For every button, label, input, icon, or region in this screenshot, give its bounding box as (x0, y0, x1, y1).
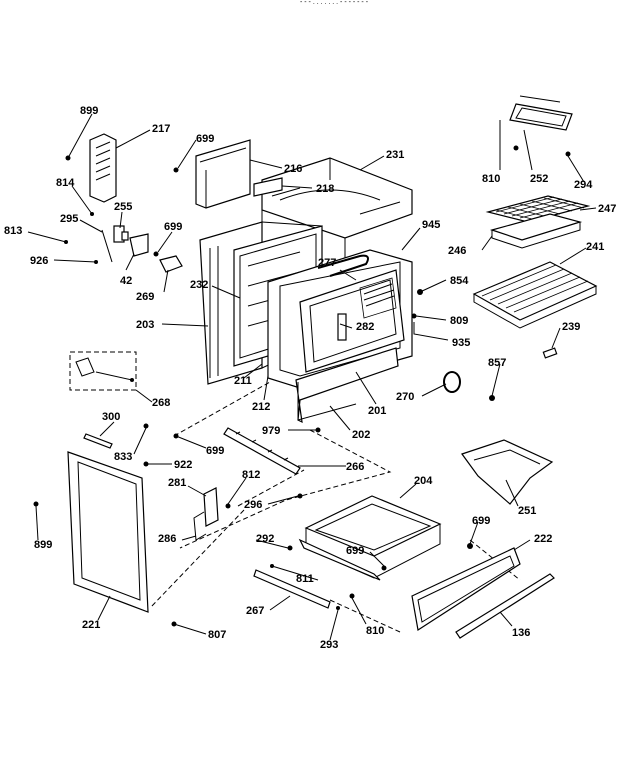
callout-247: 247 (598, 203, 616, 215)
callout-699: 699 (206, 445, 224, 457)
callout-809: 809 (450, 315, 468, 327)
broiler-pan-252 (509, 95, 573, 131)
callout-239: 239 (562, 321, 580, 333)
part-239 (542, 347, 558, 359)
part-218 (253, 177, 283, 197)
callout-926: 926 (30, 255, 48, 267)
callout-218: 218 (316, 183, 334, 195)
callout-281: 281 (168, 477, 186, 489)
callout-286: 286 (158, 533, 176, 545)
callout-300: 300 (102, 411, 120, 423)
bake-element-277 (317, 254, 369, 277)
callout-699: 699 (346, 545, 364, 557)
callout-241: 241 (586, 241, 604, 253)
callout-267: 267 (246, 605, 264, 617)
callout-810: 810 (366, 625, 384, 637)
callout-812: 812 (242, 469, 260, 481)
bracket-217 (89, 133, 117, 203)
callout-211: 211 (234, 375, 252, 387)
callout-252: 252 (530, 173, 548, 185)
cover-216 (195, 139, 251, 209)
callout-136: 136 (512, 627, 530, 639)
callout-292: 292 (256, 533, 274, 545)
small-parts-cluster (101, 225, 183, 273)
strip-136 (455, 573, 555, 639)
callout-807: 807 (208, 629, 226, 641)
callout-42: 42 (120, 275, 132, 287)
fastener-dots (33, 145, 571, 627)
callout-811: 811 (296, 573, 314, 585)
callout-293: 293 (320, 639, 338, 651)
oven-body-231 (261, 157, 413, 260)
callout-810: 810 (482, 173, 500, 185)
callout-699: 699 (196, 133, 214, 145)
callout-203: 203 (136, 319, 154, 331)
oven-door-201 (295, 269, 405, 424)
door-panel-221 (67, 451, 149, 613)
broiler-grid-247 (485, 195, 591, 249)
bottom-panel-251 (461, 439, 554, 505)
callout-277: 277 (318, 257, 336, 269)
hinge-281 (193, 487, 219, 541)
kit-box-268 (69, 351, 137, 391)
callout-232: 232 (190, 279, 208, 291)
callout-899: 899 (80, 105, 98, 117)
callout-699: 699 (472, 515, 490, 527)
callout-945: 945 (422, 219, 440, 231)
callout-857: 857 (488, 357, 506, 369)
callout-899: 899 (34, 539, 52, 551)
callout-202: 202 (352, 429, 370, 441)
drawer-front-222 (411, 547, 521, 631)
callout-979: 979 (262, 425, 280, 437)
callout-295: 295 (60, 213, 78, 225)
callout-814: 814 (56, 177, 75, 189)
callout-labels: 899 217 699 216 218 231 814 255 295 813 … (4, 105, 616, 651)
callout-294: 294 (574, 179, 593, 191)
callout-231: 231 (386, 149, 404, 161)
callout-699: 699 (164, 221, 182, 233)
callout-935: 935 (452, 337, 470, 349)
callout-813: 813 (4, 225, 22, 237)
storage-drawer-204 (298, 495, 442, 581)
callout-854: 854 (450, 275, 469, 287)
leader-lines (27, 113, 597, 641)
rail-267 (253, 569, 331, 609)
callout-833: 833 (114, 451, 132, 463)
callout-296: 296 (244, 499, 262, 511)
callout-222: 222 (534, 533, 552, 545)
callout-266: 266 (346, 461, 364, 473)
header-fragment: - - - . . . . . . . - - - - - - - (300, 0, 369, 6)
callout-269: 269 (136, 291, 154, 303)
gasket-270 (443, 371, 461, 393)
callout-204: 204 (414, 475, 433, 487)
callout-221: 221 (82, 619, 100, 631)
callout-251: 251 (518, 505, 536, 517)
callout-282: 282 (356, 321, 374, 333)
callout-217: 217 (152, 123, 170, 135)
strip-300 (83, 433, 113, 449)
callout-216: 216 (284, 163, 302, 175)
callout-246: 246 (448, 245, 466, 257)
callout-922: 922 (174, 459, 192, 471)
callout-270: 270 (396, 391, 414, 403)
callout-212: 212 (252, 401, 270, 413)
callout-255: 255 (114, 201, 132, 213)
oven-rack-241 (472, 261, 598, 329)
callout-268: 268 (152, 397, 170, 409)
callout-201: 201 (368, 405, 386, 417)
